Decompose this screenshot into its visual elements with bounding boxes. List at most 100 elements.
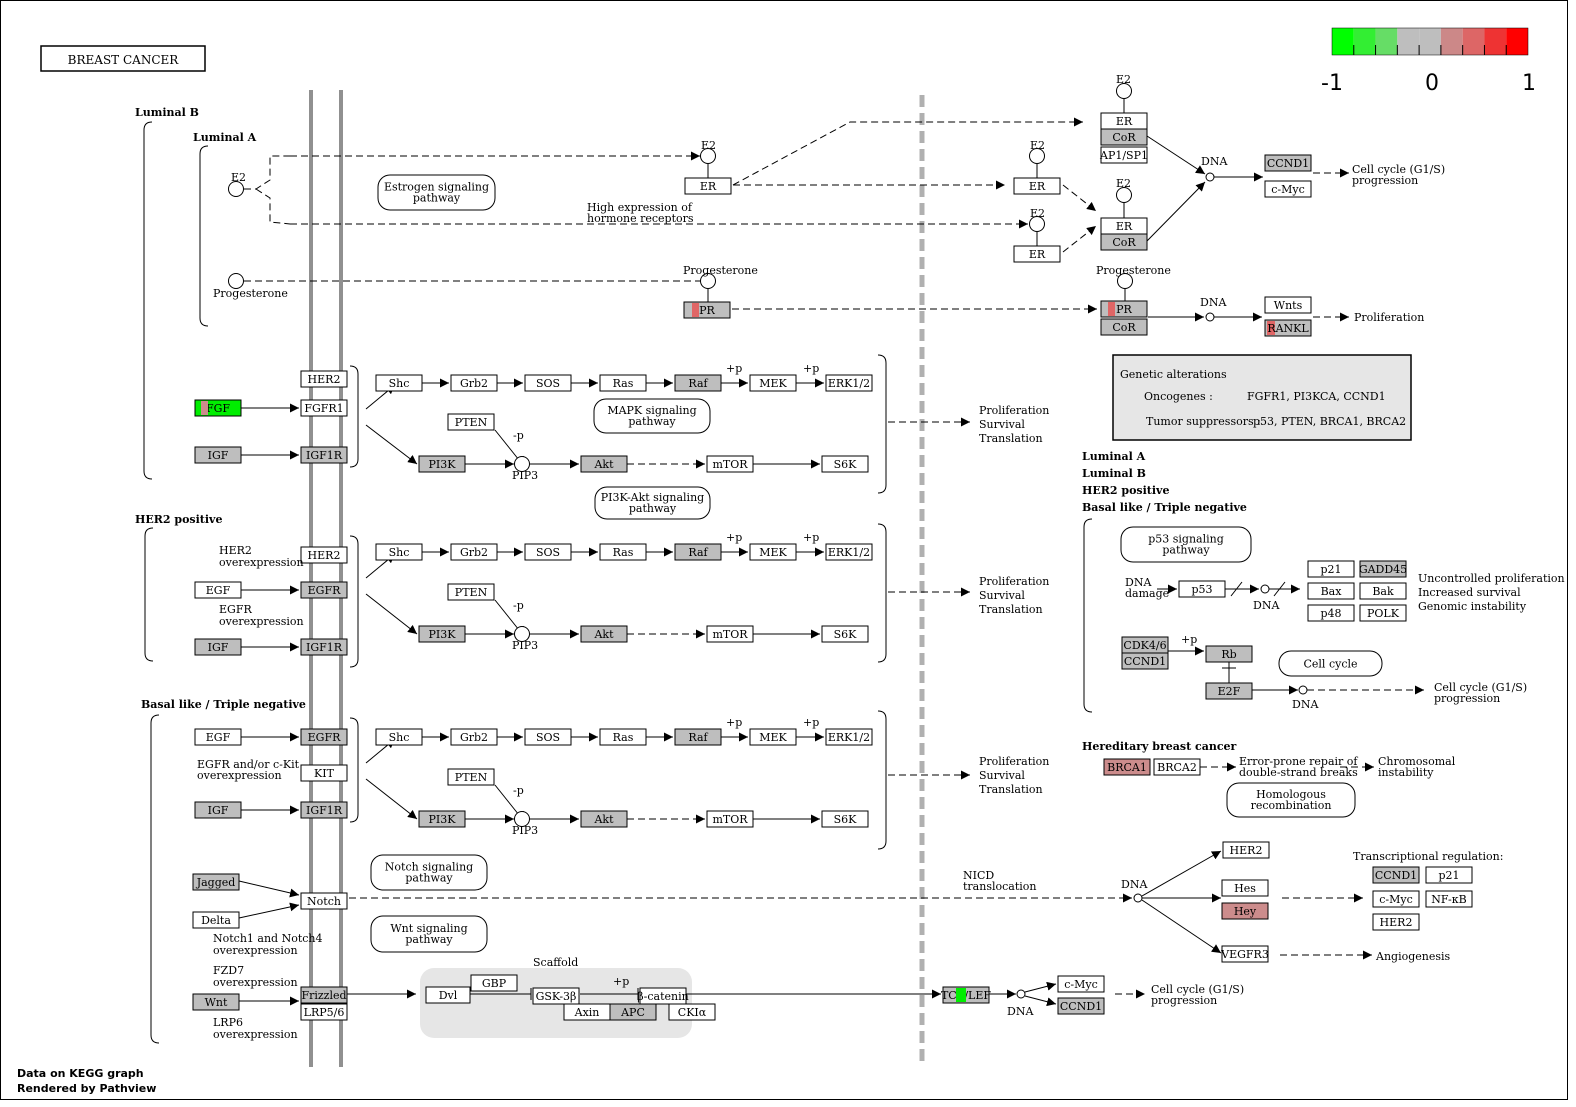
gene-pten[interactable]: PTEN — [447, 583, 495, 601]
gene-p21[interactable]: p21 — [1307, 560, 1355, 578]
gene-pr[interactable]: PR — [683, 301, 731, 319]
gene-mtor[interactable]: mTOR — [706, 625, 754, 643]
gene-pten[interactable]: PTEN — [447, 413, 495, 431]
gene-cor[interactable]: CoR — [1100, 318, 1148, 336]
gene-sos[interactable]: SOS — [524, 543, 572, 561]
gene-egfr[interactable]: EGFR — [300, 581, 348, 599]
gene-er[interactable]: ER — [1013, 177, 1061, 195]
gene-polk[interactable]: POLK — [1359, 604, 1407, 622]
gene-gadd45[interactable]: GADD45 — [1359, 560, 1407, 578]
gene-egfr[interactable]: EGFR — [300, 728, 348, 746]
gene-igf[interactable]: IGF — [194, 638, 242, 656]
gene-ccnd1[interactable]: CCND1 — [1121, 652, 1169, 670]
gene-lrp5-6[interactable]: LRP5/6 — [300, 1003, 348, 1021]
gene-pten[interactable]: PTEN — [447, 768, 495, 786]
gene-rankl[interactable]: RANKL — [1264, 319, 1312, 337]
gene-pr[interactable]: PR — [1100, 300, 1148, 318]
gene-nf-b[interactable]: NF-κB — [1425, 890, 1473, 908]
gene-mek[interactable]: MEK — [749, 543, 797, 561]
gene-er[interactable]: ER — [1013, 245, 1061, 263]
gene-s6k[interactable]: S6K — [821, 625, 869, 643]
gene-shc[interactable]: Shc — [375, 543, 423, 561]
gene-her2[interactable]: HER2 — [1372, 913, 1420, 931]
gene-grb2[interactable]: Grb2 — [450, 374, 498, 392]
gene-cor[interactable]: CoR — [1100, 233, 1148, 251]
gene-axin[interactable]: Axin — [563, 1003, 611, 1021]
gene-fgf[interactable]: FGF — [194, 399, 242, 417]
gene-igf1r[interactable]: IGF1R — [300, 638, 348, 656]
gene-igf[interactable]: IGF — [194, 446, 242, 464]
pathway-cell-cycle[interactable]: Cell cycle — [1278, 650, 1383, 677]
gene-p21[interactable]: p21 — [1425, 866, 1473, 884]
gene-wnt[interactable]: Wnt — [192, 993, 240, 1011]
gene-her2[interactable]: HER2 — [300, 546, 348, 564]
gene-akt[interactable]: Akt — [580, 810, 628, 828]
gene-catenin[interactable]: β-catenin — [637, 987, 689, 1005]
gene-e2f[interactable]: E2F — [1205, 682, 1253, 700]
gene-notch[interactable]: Notch — [300, 892, 348, 910]
gene-her2[interactable]: HER2 — [300, 370, 348, 388]
gene-raf[interactable]: Raf — [674, 543, 722, 561]
gene-pi3k[interactable]: PI3K — [418, 810, 466, 828]
gene-egf[interactable]: EGF — [194, 728, 242, 746]
gene-tcf-lef[interactable]: TCF/LEF — [941, 986, 991, 1004]
gene-raf[interactable]: Raf — [674, 728, 722, 746]
gene-erk1-2[interactable]: ERK1/2 — [825, 728, 873, 746]
gene-hes[interactable]: Hes — [1221, 879, 1269, 897]
gene-apc[interactable]: APC — [609, 1003, 657, 1021]
gene-grb2[interactable]: Grb2 — [450, 728, 498, 746]
gene-shc[interactable]: Shc — [375, 728, 423, 746]
gene-ras[interactable]: Ras — [599, 728, 647, 746]
gene-erk1-2[interactable]: ERK1/2 — [825, 374, 873, 392]
gene-er[interactable]: ER — [1100, 112, 1148, 130]
gene-sos[interactable]: SOS — [524, 374, 572, 392]
gene-wnts[interactable]: Wnts — [1264, 296, 1312, 314]
gene-c-myc[interactable]: c-Myc — [1372, 890, 1420, 908]
gene-frizzled[interactable]: Frizzled — [300, 986, 348, 1004]
gene-dvl[interactable]: Dvl — [425, 986, 471, 1004]
gene-jagged[interactable]: Jagged — [192, 873, 240, 891]
gene-ccnd1[interactable]: CCND1 — [1264, 154, 1312, 172]
gene-igf[interactable]: IGF — [194, 801, 242, 819]
gene-cdk4-6[interactable]: CDK4/6 — [1121, 636, 1169, 654]
gene-vegfr3[interactable]: VEGFR3 — [1220, 945, 1269, 963]
gene-her2[interactable]: HER2 — [1222, 841, 1270, 859]
gene-pi3k[interactable]: PI3K — [418, 625, 466, 643]
gene-ras[interactable]: Ras — [599, 374, 647, 392]
gene-bak[interactable]: Bak — [1359, 582, 1407, 600]
gene-grb2[interactable]: Grb2 — [450, 543, 498, 561]
gene-ccnd1[interactable]: CCND1 — [1057, 997, 1105, 1015]
gene-shc[interactable]: Shc — [375, 374, 423, 392]
gene-c-myc[interactable]: c-Myc — [1057, 975, 1105, 993]
gene-s6k[interactable]: S6K — [821, 455, 869, 473]
gene-ccnd1[interactable]: CCND1 — [1372, 866, 1420, 884]
gene-akt[interactable]: Akt — [580, 455, 628, 473]
gene-gsk-3[interactable]: GSK-3β — [532, 987, 580, 1005]
gene-ras[interactable]: Ras — [599, 543, 647, 561]
gene-erk1-2[interactable]: ERK1/2 — [825, 543, 873, 561]
gene-er[interactable]: ER — [1100, 217, 1148, 235]
gene-sos[interactable]: SOS — [524, 728, 572, 746]
gene-bax[interactable]: Bax — [1307, 582, 1355, 600]
gene-brca1[interactable]: BRCA1 — [1103, 758, 1151, 776]
gene-akt[interactable]: Akt — [580, 625, 628, 643]
gene-mtor[interactable]: mTOR — [706, 810, 754, 828]
gene-rb[interactable]: Rb — [1205, 645, 1253, 663]
gene-egf[interactable]: EGF — [194, 581, 242, 599]
gene-mtor[interactable]: mTOR — [706, 455, 754, 473]
gene-delta[interactable]: Delta — [192, 911, 240, 929]
gene-igf1r[interactable]: IGF1R — [300, 446, 348, 464]
gene-pi3k[interactable]: PI3K — [418, 455, 466, 473]
gene-c-myc[interactable]: c-Myc — [1264, 180, 1312, 198]
gene-mek[interactable]: MEK — [749, 374, 797, 392]
gene-p48[interactable]: p48 — [1307, 604, 1355, 622]
gene-s6k[interactable]: S6K — [821, 810, 869, 828]
gene-ap1-sp1[interactable]: AP1/SP1 — [1099, 146, 1148, 164]
gene-kit[interactable]: KIT — [300, 764, 348, 782]
